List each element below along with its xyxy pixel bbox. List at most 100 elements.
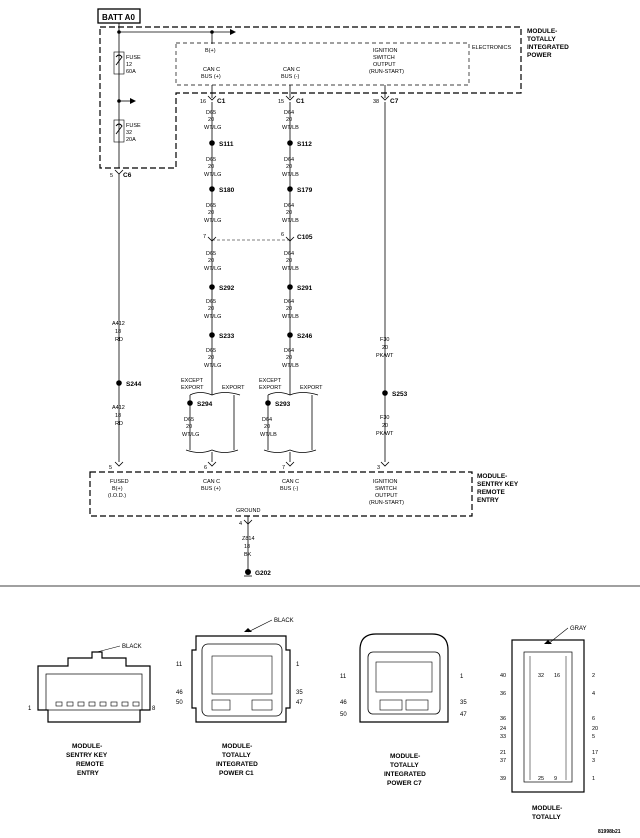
svg-text:D65: D65: [206, 251, 216, 257]
a412-labels: A412 18 RD A412 18 RD: [112, 321, 125, 427]
svg-text:PK/WT: PK/WT: [376, 353, 394, 359]
svg-text:20: 20: [208, 306, 214, 312]
svg-text:C1: C1: [217, 98, 226, 105]
svg-text:20: 20: [208, 117, 214, 123]
figure-id: 81998b21: [598, 829, 621, 835]
svg-text:IGNITION: IGNITION: [373, 48, 397, 54]
svg-text:FUSE: FUSE: [126, 55, 141, 61]
svg-text:32: 32: [538, 673, 544, 679]
svg-text:EXPORT: EXPORT: [259, 385, 282, 391]
svg-text:SWITCH: SWITCH: [375, 486, 397, 492]
svg-text:BUS (+): BUS (+): [201, 486, 221, 492]
svg-text:C105: C105: [297, 234, 313, 241]
svg-text:S180: S180: [219, 187, 235, 194]
d65-labels: D65 20 WT/LG D65 20 WT/LG D65 20 WT/LG D…: [204, 110, 221, 369]
connector-c7: 38 C7: [373, 98, 399, 105]
svg-text:16: 16: [554, 673, 560, 679]
d64-labels: D64 20 WT/LB D64 20 WT/LB D64 20 WT/LB D…: [282, 110, 299, 369]
svg-text:SENTRY KEY: SENTRY KEY: [477, 481, 519, 488]
svg-text:S179: S179: [297, 187, 313, 194]
svg-text:D65: D65: [206, 110, 216, 116]
svg-text:WT/LG: WT/LG: [204, 172, 221, 178]
svg-text:POWER C1: POWER C1: [219, 770, 254, 777]
skre-can-minus: CAN C BUS (-): [280, 479, 299, 492]
f30-labels: F30 20 PK/WT F30 20 PK/WT: [376, 337, 394, 437]
skre-can-plus: CAN C BUS (+): [201, 479, 221, 492]
svg-text:D65: D65: [206, 299, 216, 305]
svg-text:60A: 60A: [126, 69, 136, 75]
svg-text:46: 46: [340, 700, 347, 706]
svg-text:ENTRY: ENTRY: [77, 770, 99, 777]
svg-text:EXCEPT: EXCEPT: [259, 378, 282, 384]
skre-pins: 5 6 7 3: [109, 465, 380, 471]
b-plus-label: B(+): [205, 48, 216, 54]
svg-text:INTEGRATED: INTEGRATED: [384, 771, 426, 778]
tipm-ign: IGNITION SWITCH OUTPUT (RUN-START): [369, 48, 404, 75]
svg-text:INTEGRATED: INTEGRATED: [216, 761, 258, 768]
svg-text:Z814: Z814: [242, 536, 255, 542]
svg-text:S291: S291: [297, 285, 313, 292]
svg-text:(RUN-START): (RUN-START): [369, 69, 404, 75]
svg-text:PK/WT: PK/WT: [376, 431, 394, 437]
svg-text:20: 20: [286, 306, 292, 312]
svg-text:20: 20: [186, 424, 192, 430]
svg-text:FUSE: FUSE: [126, 123, 141, 129]
svg-text:WT/LB: WT/LB: [260, 432, 277, 438]
svg-text:50: 50: [340, 712, 347, 718]
svg-text:POWER C7: POWER C7: [387, 780, 422, 787]
svg-text:5: 5: [109, 465, 112, 471]
svg-text:S253: S253: [392, 391, 408, 398]
svg-text:WT/LB: WT/LB: [282, 172, 299, 178]
svg-text:F30: F30: [380, 415, 389, 421]
svg-text:OUTPUT: OUTPUT: [375, 493, 398, 499]
svg-text:20: 20: [592, 726, 598, 732]
svg-text:17: 17: [592, 750, 598, 756]
electronics-label: ELECTRONICS: [472, 45, 511, 51]
tipm-can-plus: CAN C BUS (+): [201, 67, 221, 80]
svg-text:3: 3: [377, 465, 380, 471]
svg-text:20: 20: [286, 164, 292, 170]
svg-text:20: 20: [286, 355, 292, 361]
svg-text:40: 40: [500, 673, 506, 679]
svg-text:ENTRY: ENTRY: [477, 497, 499, 504]
svg-text:BK: BK: [244, 552, 252, 558]
svg-text:12: 12: [126, 62, 132, 68]
svg-text:MODULE-: MODULE-: [390, 753, 420, 760]
svg-text:IGNITION: IGNITION: [373, 479, 397, 485]
svg-text:1: 1: [296, 662, 300, 668]
svg-text:18: 18: [115, 413, 121, 419]
g202-label: G202: [255, 570, 271, 577]
svg-text:WT/LB: WT/LB: [282, 363, 299, 369]
svg-text:6: 6: [592, 716, 595, 722]
svg-text:9: 9: [554, 776, 557, 782]
svg-text:D65: D65: [206, 348, 216, 354]
svg-text:BUS (-): BUS (-): [280, 486, 299, 492]
svg-text:11: 11: [340, 674, 347, 680]
svg-text:TOTALLY: TOTALLY: [527, 36, 556, 43]
svg-text:BLACK: BLACK: [274, 618, 294, 624]
svg-text:EXPORT: EXPORT: [222, 385, 245, 391]
svg-text:F30: F30: [380, 337, 389, 343]
svg-text:WT/LB: WT/LB: [282, 218, 299, 224]
skre-outline: [89, 471, 473, 517]
svg-text:BUS (-): BUS (-): [281, 74, 300, 80]
svg-text:1: 1: [460, 674, 464, 680]
svg-text:TOTALLY: TOTALLY: [222, 752, 251, 759]
svg-text:D64: D64: [262, 417, 272, 423]
svg-text:TOTALLY: TOTALLY: [532, 814, 561, 821]
svg-text:5: 5: [110, 173, 113, 179]
tipm-outline: [99, 26, 522, 169]
svg-text:GRAY: GRAY: [570, 626, 587, 632]
s293-label: S293: [275, 401, 291, 408]
svg-text:15: 15: [278, 99, 284, 105]
connector-c105: 7 6 C105: [203, 232, 313, 241]
svg-text:18: 18: [115, 329, 121, 335]
svg-text:24: 24: [500, 726, 506, 732]
batt-label: BATT A0: [102, 13, 135, 22]
svg-text:20: 20: [286, 210, 292, 216]
svg-text:D65: D65: [206, 203, 216, 209]
skre-ground: GROUND: [236, 508, 260, 514]
svg-text:MODULE-: MODULE-: [477, 473, 507, 480]
svg-text:A412: A412: [112, 405, 125, 411]
svg-text:CAN C: CAN C: [203, 67, 220, 73]
